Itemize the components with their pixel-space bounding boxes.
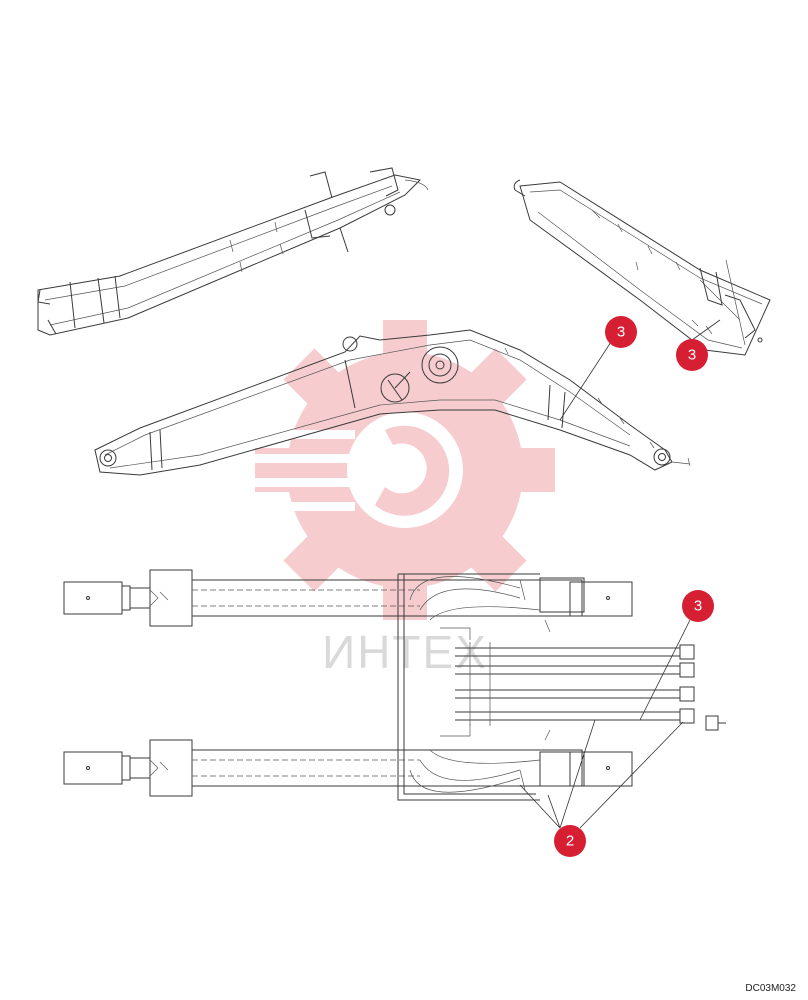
callout-3-right-boom: 3 <box>676 339 708 371</box>
hose-fittings <box>679 644 726 731</box>
leader-lines <box>519 319 721 829</box>
callout-3-middle-boom: 3 <box>605 316 637 348</box>
callout-2-fittings: 2 <box>554 825 586 857</box>
watermark-text: ИНТЕХ <box>322 626 488 678</box>
svg-text:3: 3 <box>617 324 625 341</box>
boom-top-left <box>37 167 429 336</box>
watermark-logo <box>235 320 555 620</box>
svg-text:3: 3 <box>694 598 702 615</box>
drawing-code: DC03M032 <box>745 983 796 994</box>
svg-text:3: 3 <box>688 347 696 364</box>
upper-valve <box>539 577 585 613</box>
cylinders-assembly <box>63 569 726 801</box>
upper-cylinder <box>63 569 633 627</box>
lower-valve <box>539 751 585 787</box>
svg-text:2: 2 <box>566 833 574 850</box>
boom-top-right <box>513 179 771 356</box>
lower-cylinder <box>63 739 633 797</box>
callout-3-hoses: 3 <box>682 590 714 622</box>
